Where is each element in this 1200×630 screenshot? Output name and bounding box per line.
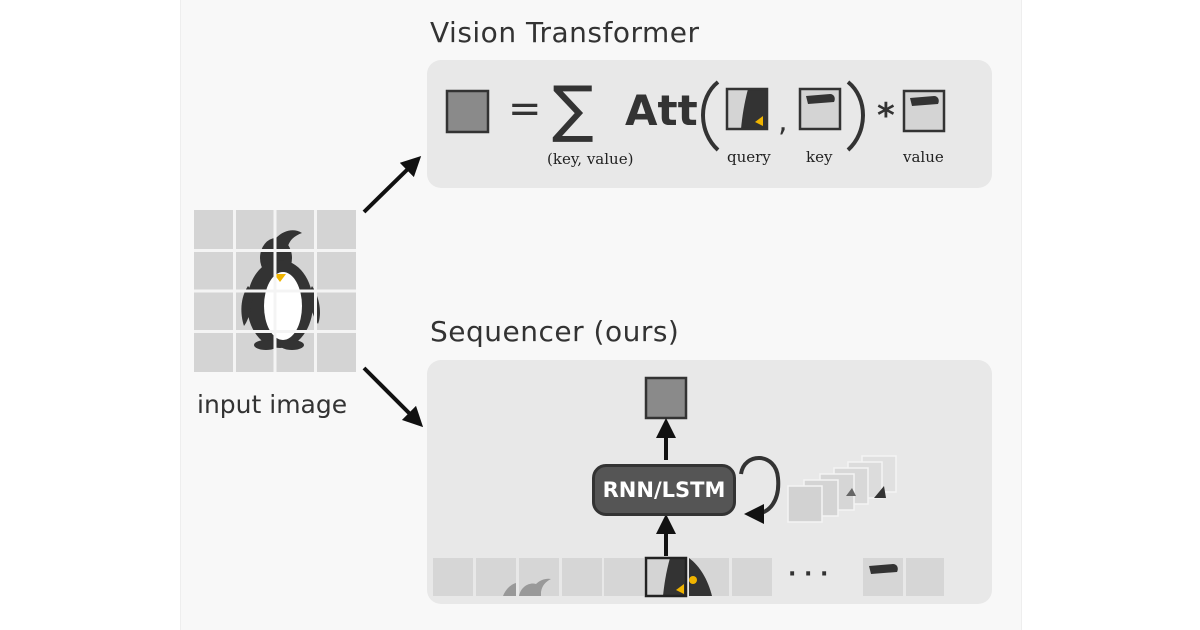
label-value: value [903, 148, 944, 166]
input-image-grid [194, 210, 356, 372]
input-image-label: input image [197, 390, 348, 419]
vit-title: Vision Transformer [430, 16, 700, 49]
stacked-patches [787, 455, 897, 523]
comma: , [778, 104, 788, 139]
sequencer-title: Sequencer (ours) [430, 315, 680, 348]
query-patch-icon [725, 87, 769, 131]
multiply-star: * [877, 96, 895, 136]
att-function: Att [625, 86, 698, 135]
patch-sequence [433, 556, 944, 598]
label-key: key [806, 148, 833, 166]
sum-symbol: ∑ [552, 72, 594, 145]
arrow-to-vit [362, 156, 422, 214]
sequence-ellipsis: · · · [788, 562, 829, 587]
value-patch-icon [902, 89, 946, 133]
label-key-value: (key, value) [547, 150, 634, 168]
output-token-square [445, 89, 490, 134]
arrow-to-sequencer [362, 366, 424, 428]
right-paren [846, 80, 865, 152]
equals-sign: = [508, 86, 542, 132]
vit-panel [427, 60, 992, 188]
key-patch-icon [798, 87, 842, 131]
label-query: query [727, 148, 771, 166]
left-paren [701, 80, 720, 152]
rnn-lstm-block: RNN/LSTM [592, 464, 736, 516]
recurrent-loop-arrow [739, 456, 781, 524]
sequencer-output-square [644, 376, 688, 420]
